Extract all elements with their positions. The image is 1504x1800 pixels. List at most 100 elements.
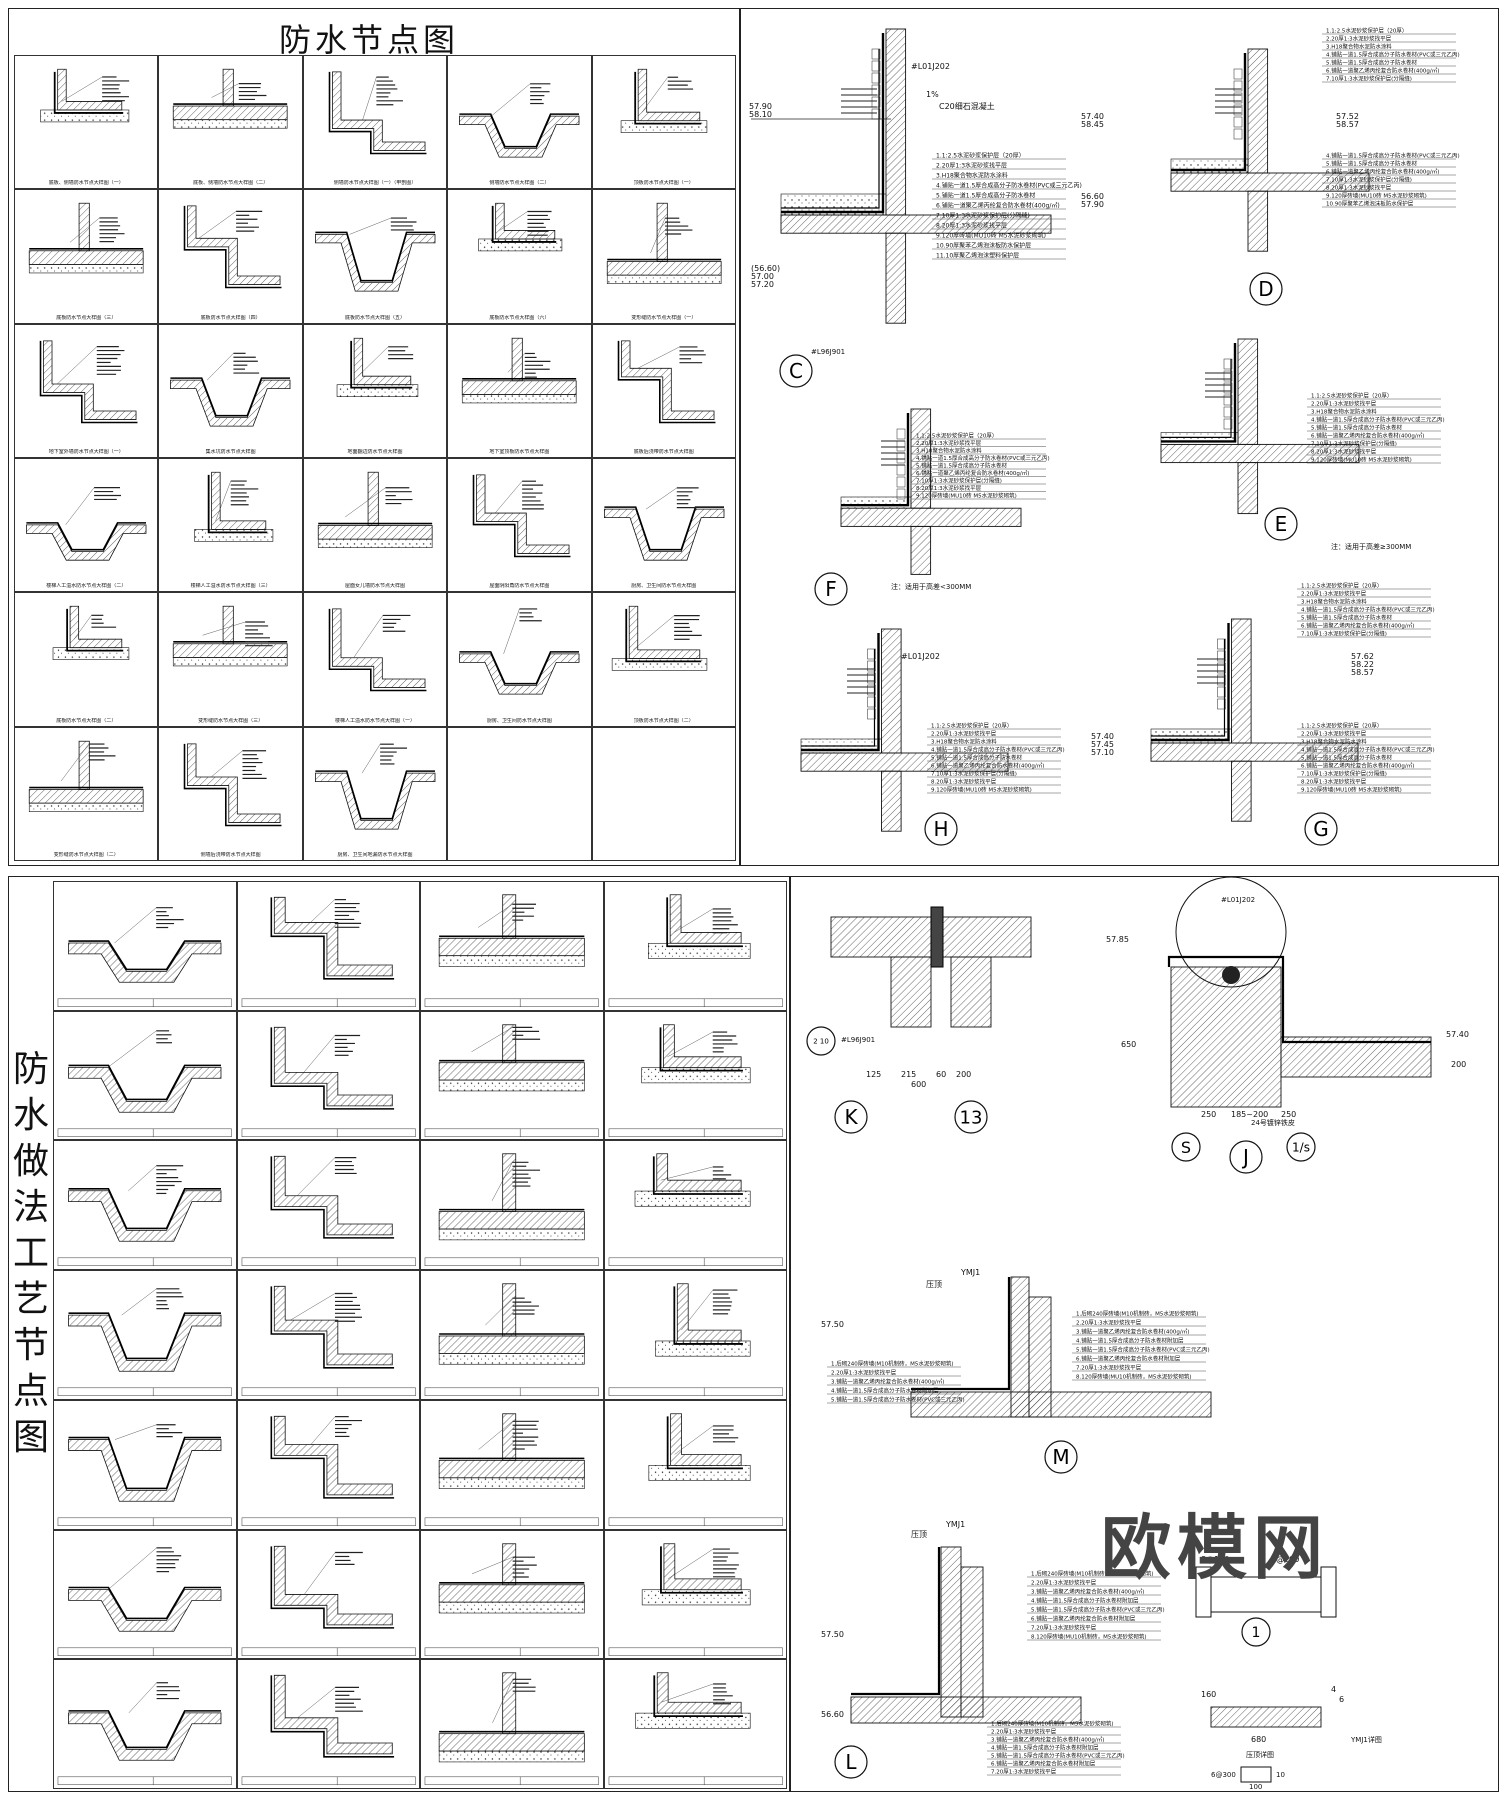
drawing-text: 60	[936, 1070, 946, 1079]
detail-drawing	[184, 205, 282, 289]
drawing-text: 250	[1281, 1110, 1296, 1119]
layer-text: 6.铺贴一道聚乙烯丙纶复合防水卷材(400g/㎡)	[1326, 168, 1439, 176]
thumbnail-caption: 底板防水节点大样图（三）	[56, 314, 117, 321]
detail-drawing	[647, 894, 750, 959]
layer-text: 2.20厚1:3水泥砂浆找平层	[931, 730, 997, 738]
thumbnail-caption: 厨房、卫生间防水节点大样图	[486, 717, 552, 724]
drawing-text: 4	[1331, 1685, 1336, 1694]
svg-text:F: F	[825, 577, 837, 601]
detail-drawing	[270, 1026, 394, 1110]
layer-text: 4.铺贴一道1.5厚合成高分子防水卷材附加层	[1031, 1597, 1139, 1605]
detail-drawing	[270, 1156, 394, 1240]
detail-drawing	[438, 1542, 585, 1613]
detail-drawing	[68, 1546, 222, 1632]
detail-label-j: J	[1229, 1140, 1263, 1174]
thumbnail-caption: 厨房、卫生间防水节点大样图	[631, 583, 697, 590]
layer-text: 6.铺贴一道聚乙烯丙纶复合防水卷材(400g/㎡)	[936, 202, 1060, 210]
layer-text: 2.20厚1:3水泥砂浆找平层	[1301, 730, 1367, 738]
layer-text: 7.10厚1:3水泥砂浆保护层(分隔缝)	[1326, 75, 1412, 83]
drawing-text: 200	[956, 1070, 971, 1079]
layer-text: 7.10厚1:3水泥砂浆保护层(分隔缝)	[1311, 440, 1397, 448]
detail-drawing	[68, 1029, 222, 1113]
detail-thumbnail: 底板防水节点大样图（四）	[158, 189, 303, 324]
thumbnail-caption: 顶板防水节点大样图（二）	[633, 717, 694, 724]
drawing-text: 压顶详图	[1246, 1750, 1274, 1759]
drawing-text: 160	[1201, 1690, 1216, 1699]
drawing-text: 215	[901, 1070, 916, 1079]
drawing-text: 650	[1121, 1040, 1136, 1049]
layer-text: 7.20厚1:3水泥砂浆找平层	[1076, 1364, 1142, 1372]
drawing-text: 600	[911, 1080, 926, 1089]
detail-thumbnail: 楼梯人工溢水防水节点大样图（二）	[14, 457, 159, 593]
detail-thumbnail: 底板防水节点大样图（五）	[302, 189, 448, 324]
detail-thumbnail	[236, 1140, 420, 1271]
detail-drawing	[270, 896, 394, 980]
drawing-text: 56.60	[1081, 192, 1104, 201]
detail-drawing	[438, 1283, 585, 1365]
layer-text: 9.120厚砖墙(MU10砖 M5水泥砂浆砌筑)	[936, 232, 1046, 240]
layer-text: 2.20厚1:3水泥砂浆找平层	[1301, 590, 1367, 598]
svg-text:K: K	[844, 1105, 858, 1129]
thumbnail-caption: 变形缝防水节点大样图（二）	[53, 851, 119, 858]
drawing-text: 6@300	[1211, 1771, 1236, 1779]
layer-text: 3.铺贴一道聚乙烯丙纶复合防水卷材(400g/㎡)	[991, 1736, 1104, 1744]
drawing-text: 57.20	[751, 280, 774, 289]
detail-thumbnail: 侧墙防水节点大样图（二）	[447, 55, 592, 190]
thumbnail-caption: 地面翻边防水节点大样图	[347, 448, 403, 455]
detail-thumbnail	[53, 1140, 237, 1271]
detail-drawing	[270, 1545, 394, 1629]
note-text: 注：适用于高差≥300MM	[1331, 542, 1411, 551]
detail-drawing	[438, 1413, 585, 1489]
detail-thumbnail	[420, 1270, 604, 1400]
layer-text: 6.铺贴一道聚乙烯丙纶复合防水卷材(400g/㎡)	[1301, 762, 1414, 770]
svg-text:D: D	[1258, 277, 1273, 301]
thumbnail-caption: 侧墙后浇带防水节点大样图	[200, 851, 261, 858]
svg-text:1/s: 1/s	[1292, 1140, 1310, 1154]
layer-text: 6.铺贴一道聚乙烯丙纶复合防水卷材(400g/㎡)	[1301, 622, 1414, 630]
detail-drawing	[52, 606, 130, 661]
drawing-text: 57.52	[1336, 112, 1359, 121]
detail-label-c: C	[779, 354, 813, 388]
thumbnail-caption: 地下室外墙防水节点大样图（一）	[48, 448, 124, 455]
layer-text: 7.10厚1:3水泥砂浆保护层(分隔缝)	[931, 770, 1017, 778]
thumbnail-caption: 厨房、卫生间地漏防水节点大样图	[337, 851, 413, 858]
detail-label-1: 1	[1241, 1617, 1271, 1647]
svg-text:1: 1	[1252, 1625, 1261, 1641]
detail-thumbnail: 底板、侧墙防水节点大样图（二）	[158, 55, 303, 190]
thumbnail-caption: 地下室顶板防水节点大样图	[489, 448, 550, 455]
thumbnail-caption: 集水坑防水节点大样图	[205, 448, 256, 455]
layer-text: 5.铺贴一道1.5厚合成高分子防水卷材	[1301, 614, 1392, 622]
svg-text:L: L	[845, 1750, 857, 1774]
drawing-text: 57.00	[751, 272, 774, 281]
detail-thumbnail	[603, 1529, 787, 1660]
detail-drawing	[328, 608, 427, 692]
layer-text: 9.120厚砖墙(MU10砖 M5水泥砂浆砌筑)	[1326, 192, 1427, 200]
drawing-text: YMJ1	[960, 1268, 980, 1277]
detail-drawing	[328, 71, 427, 155]
detail-drawing	[314, 743, 436, 830]
detail-drawing	[68, 1423, 222, 1502]
detail-drawing	[462, 337, 577, 403]
detail-drawing	[478, 203, 563, 252]
detail-drawing	[634, 1153, 750, 1207]
section-drawing	[800, 628, 1009, 832]
detail-thumbnail	[603, 1659, 787, 1789]
section-drawing	[840, 408, 1022, 575]
section-drawing	[1160, 338, 1360, 515]
layer-text: 8.120厚砖墙(MU10机制砖，M5水泥砂浆砌筑)	[1031, 1633, 1147, 1641]
detail-thumbnail: 顶板防水节点大样图（一）	[591, 55, 736, 190]
svg-text:2 10: 2 10	[813, 1038, 829, 1046]
layer-text: 3.铺贴一道聚乙烯丙纶复合防水卷材(400g/㎡)	[1076, 1328, 1189, 1336]
detail-thumbnail: 底板防水节点大样图（三）	[14, 189, 159, 324]
detail-drawing	[173, 606, 288, 667]
detail-thumbnail: 侧墙后浇带防水节点大样图	[158, 726, 303, 861]
layer-text: 3.铺贴一道聚乙烯丙纶复合防水卷材(400g/㎡)	[831, 1378, 944, 1386]
detail-label-s: S	[1171, 1132, 1201, 1162]
layer-text: 4.铺贴一道1.5厚合成高分子防水卷材(PVC或三元乙丙)	[1311, 416, 1445, 424]
layer-text: 6.铺贴一道聚乙烯丙纶复合防水卷材附加层	[1031, 1615, 1136, 1623]
layer-text: 4.铺贴一道1.5厚合成高分子防水卷材附加层	[991, 1744, 1099, 1752]
layer-text: 5.铺贴一道1.5厚合成高分子防水卷材(PVC或三元乙丙)	[1076, 1346, 1210, 1354]
drawing-text: #L96J901	[811, 348, 845, 356]
